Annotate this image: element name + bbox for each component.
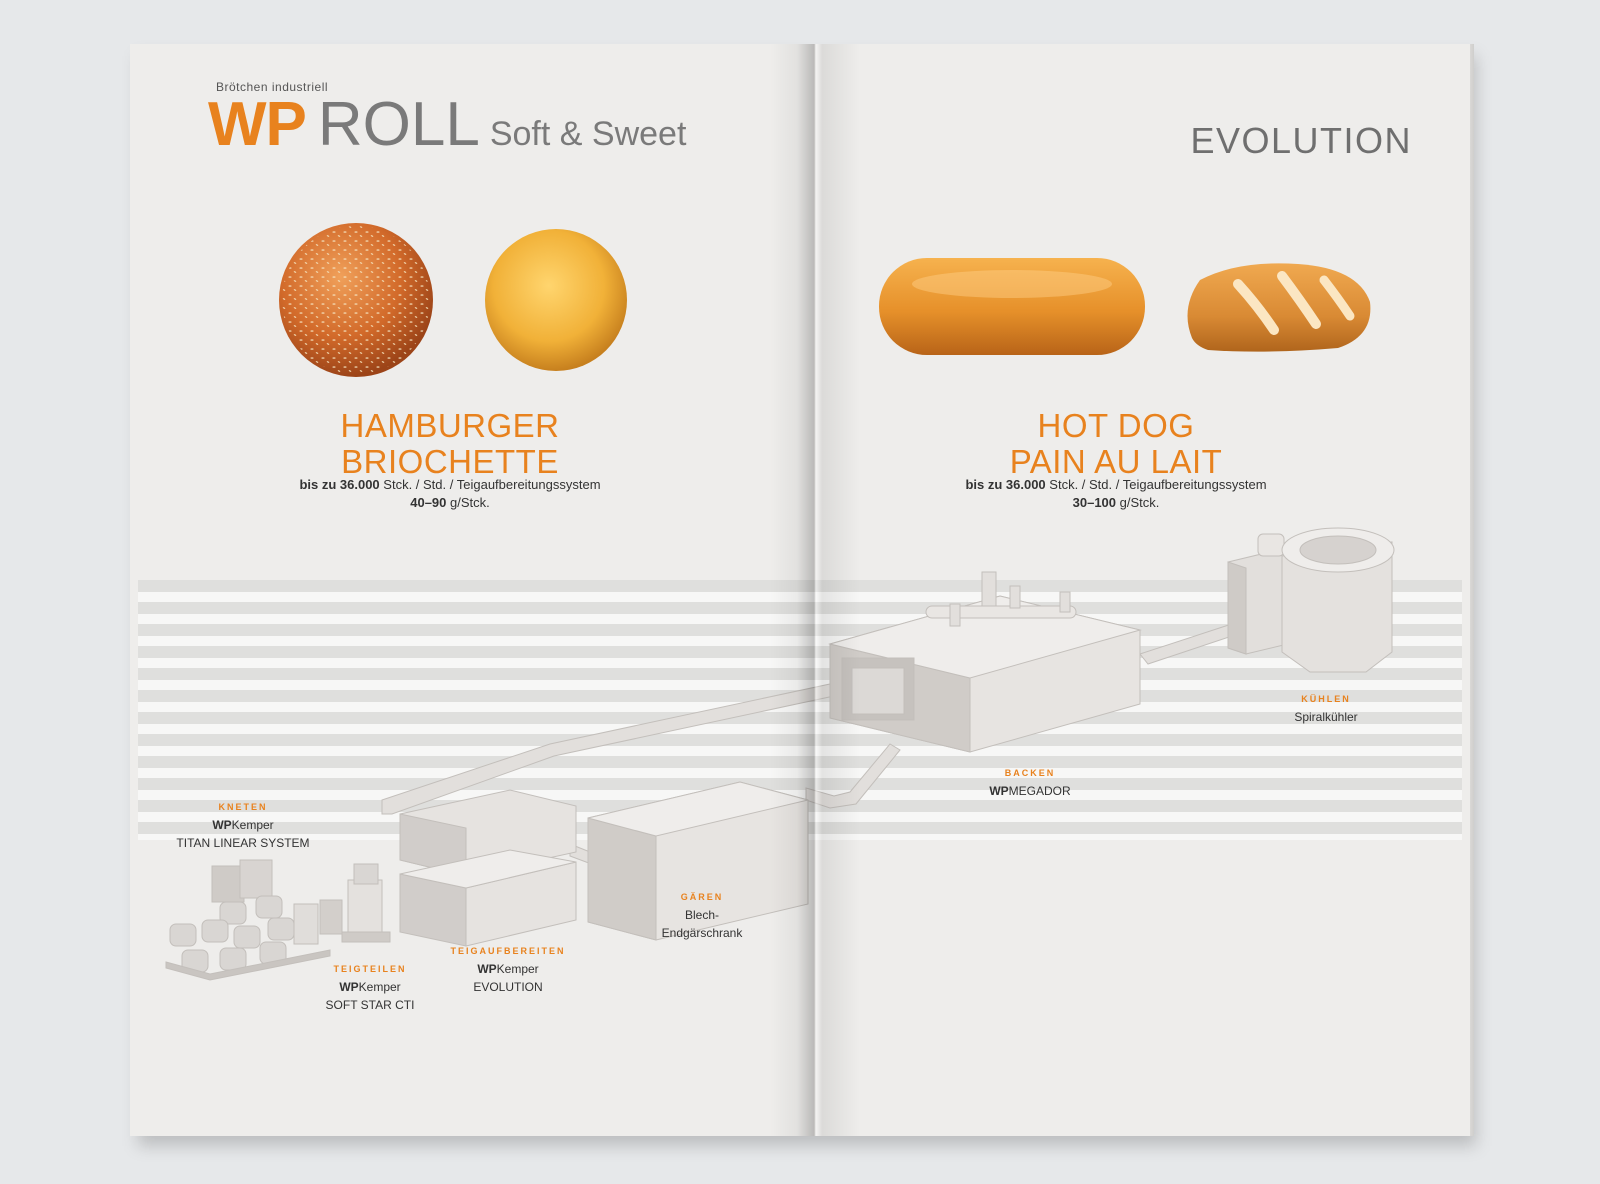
right-capacity: bis zu 36.000 — [965, 477, 1046, 492]
right-weight-unit: g/Stck. — [1116, 495, 1160, 510]
station-teigteilen: TEIGTEILEN WPKemper SOFT STAR CTI — [310, 960, 430, 1014]
right-product-info: bis zu 36.000 Stck. / Std. / Teigaufbere… — [946, 476, 1286, 512]
machine-name: Spiralkühler — [1294, 710, 1358, 724]
brand-mark: WP — [339, 980, 359, 994]
stage-label: KÜHLEN — [1301, 694, 1351, 704]
makeup-line-illustration — [399, 789, 577, 947]
stage-label: KNETEN — [218, 802, 268, 812]
machine-model: SOFT STAR CTI — [325, 998, 415, 1012]
station-kneten: KNETEN WPKemper TITAN LINEAR SYSTEM — [168, 798, 318, 852]
oven-illustration — [828, 571, 1142, 753]
right-title-line2: PAIN AU LAIT — [1009, 443, 1223, 480]
stage-label: TEIGAUFBEREITEN — [450, 946, 566, 956]
station-teigaufbereiten: TEIGAUFBEREITEN WPKemper EVOLUTION — [438, 942, 578, 996]
proofer-illustration — [587, 781, 809, 941]
right-title-line1: HOT DOG — [1037, 407, 1195, 444]
machine-name: Kemper — [231, 818, 274, 832]
left-product-info: bis zu 36.000 Stck. / Std. / Teigaufbere… — [280, 476, 620, 512]
brand-subtitle: Soft & Sweet — [489, 115, 687, 153]
machine-name: Kemper — [358, 980, 401, 994]
stage-label: TEIGTEILEN — [333, 964, 407, 974]
machine-name: MEGADOR — [1008, 784, 1071, 798]
machine-name: Kemper — [496, 962, 539, 976]
brand-mark: WP — [989, 784, 1009, 798]
stage-label: GÄREN — [680, 892, 724, 902]
left-capacity: bis zu 36.000 — [299, 477, 380, 492]
left-weight: 40–90 — [410, 495, 447, 510]
station-kuehlen: KÜHLEN Spiralkühler — [1266, 690, 1386, 726]
left-capacity-unit: Stck. / Std. / Teigaufbereitungssystem — [379, 477, 601, 492]
brand-mark: WP — [212, 818, 232, 832]
hot-dog-bun-image — [879, 258, 1145, 355]
right-weight: 30–100 — [1072, 495, 1117, 510]
left-title-line1: HAMBURGER — [340, 407, 560, 444]
briochette-bun-image — [485, 229, 627, 371]
machine-model: EVOLUTION — [473, 980, 543, 994]
machine-model: Endgärschrank — [661, 926, 743, 940]
kneading-system-illustration — [165, 859, 343, 981]
pain-au-lait-image — [1187, 263, 1371, 352]
right-product-title: HOT DOG PAIN AU LAIT — [946, 408, 1286, 480]
machine-name: Blech- — [684, 908, 719, 922]
divider-machine-illustration — [341, 863, 391, 943]
evolution-heading: EVOLUTION — [1190, 120, 1412, 161]
stage-label: BACKEN — [1004, 768, 1056, 778]
brand-mark: WP — [477, 962, 497, 976]
kicker: Brötchen industriell — [216, 80, 329, 94]
page-edge — [1466, 44, 1474, 1136]
spiral-cooler-illustration — [1227, 527, 1395, 673]
machine-model: TITAN LINEAR SYSTEM — [176, 836, 310, 850]
hamburger-bun-image — [279, 223, 433, 377]
left-title-line2: BRIOCHETTE — [341, 443, 559, 480]
left-weight-unit: g/Stck. — [446, 495, 490, 510]
station-backen: BACKEN WPMEGADOR — [970, 764, 1090, 800]
brand-roll: ROLL — [317, 90, 480, 159]
station-gaeren: GÄREN Blech- Endgärschrank — [642, 888, 762, 942]
right-capacity-unit: Stck. / Std. / Teigaufbereitungssystem — [1045, 477, 1267, 492]
production-line-illustration — [165, 527, 1395, 981]
brand-wp: WP — [208, 90, 307, 159]
left-product-title: HAMBURGER BRIOCHETTE — [280, 408, 620, 480]
